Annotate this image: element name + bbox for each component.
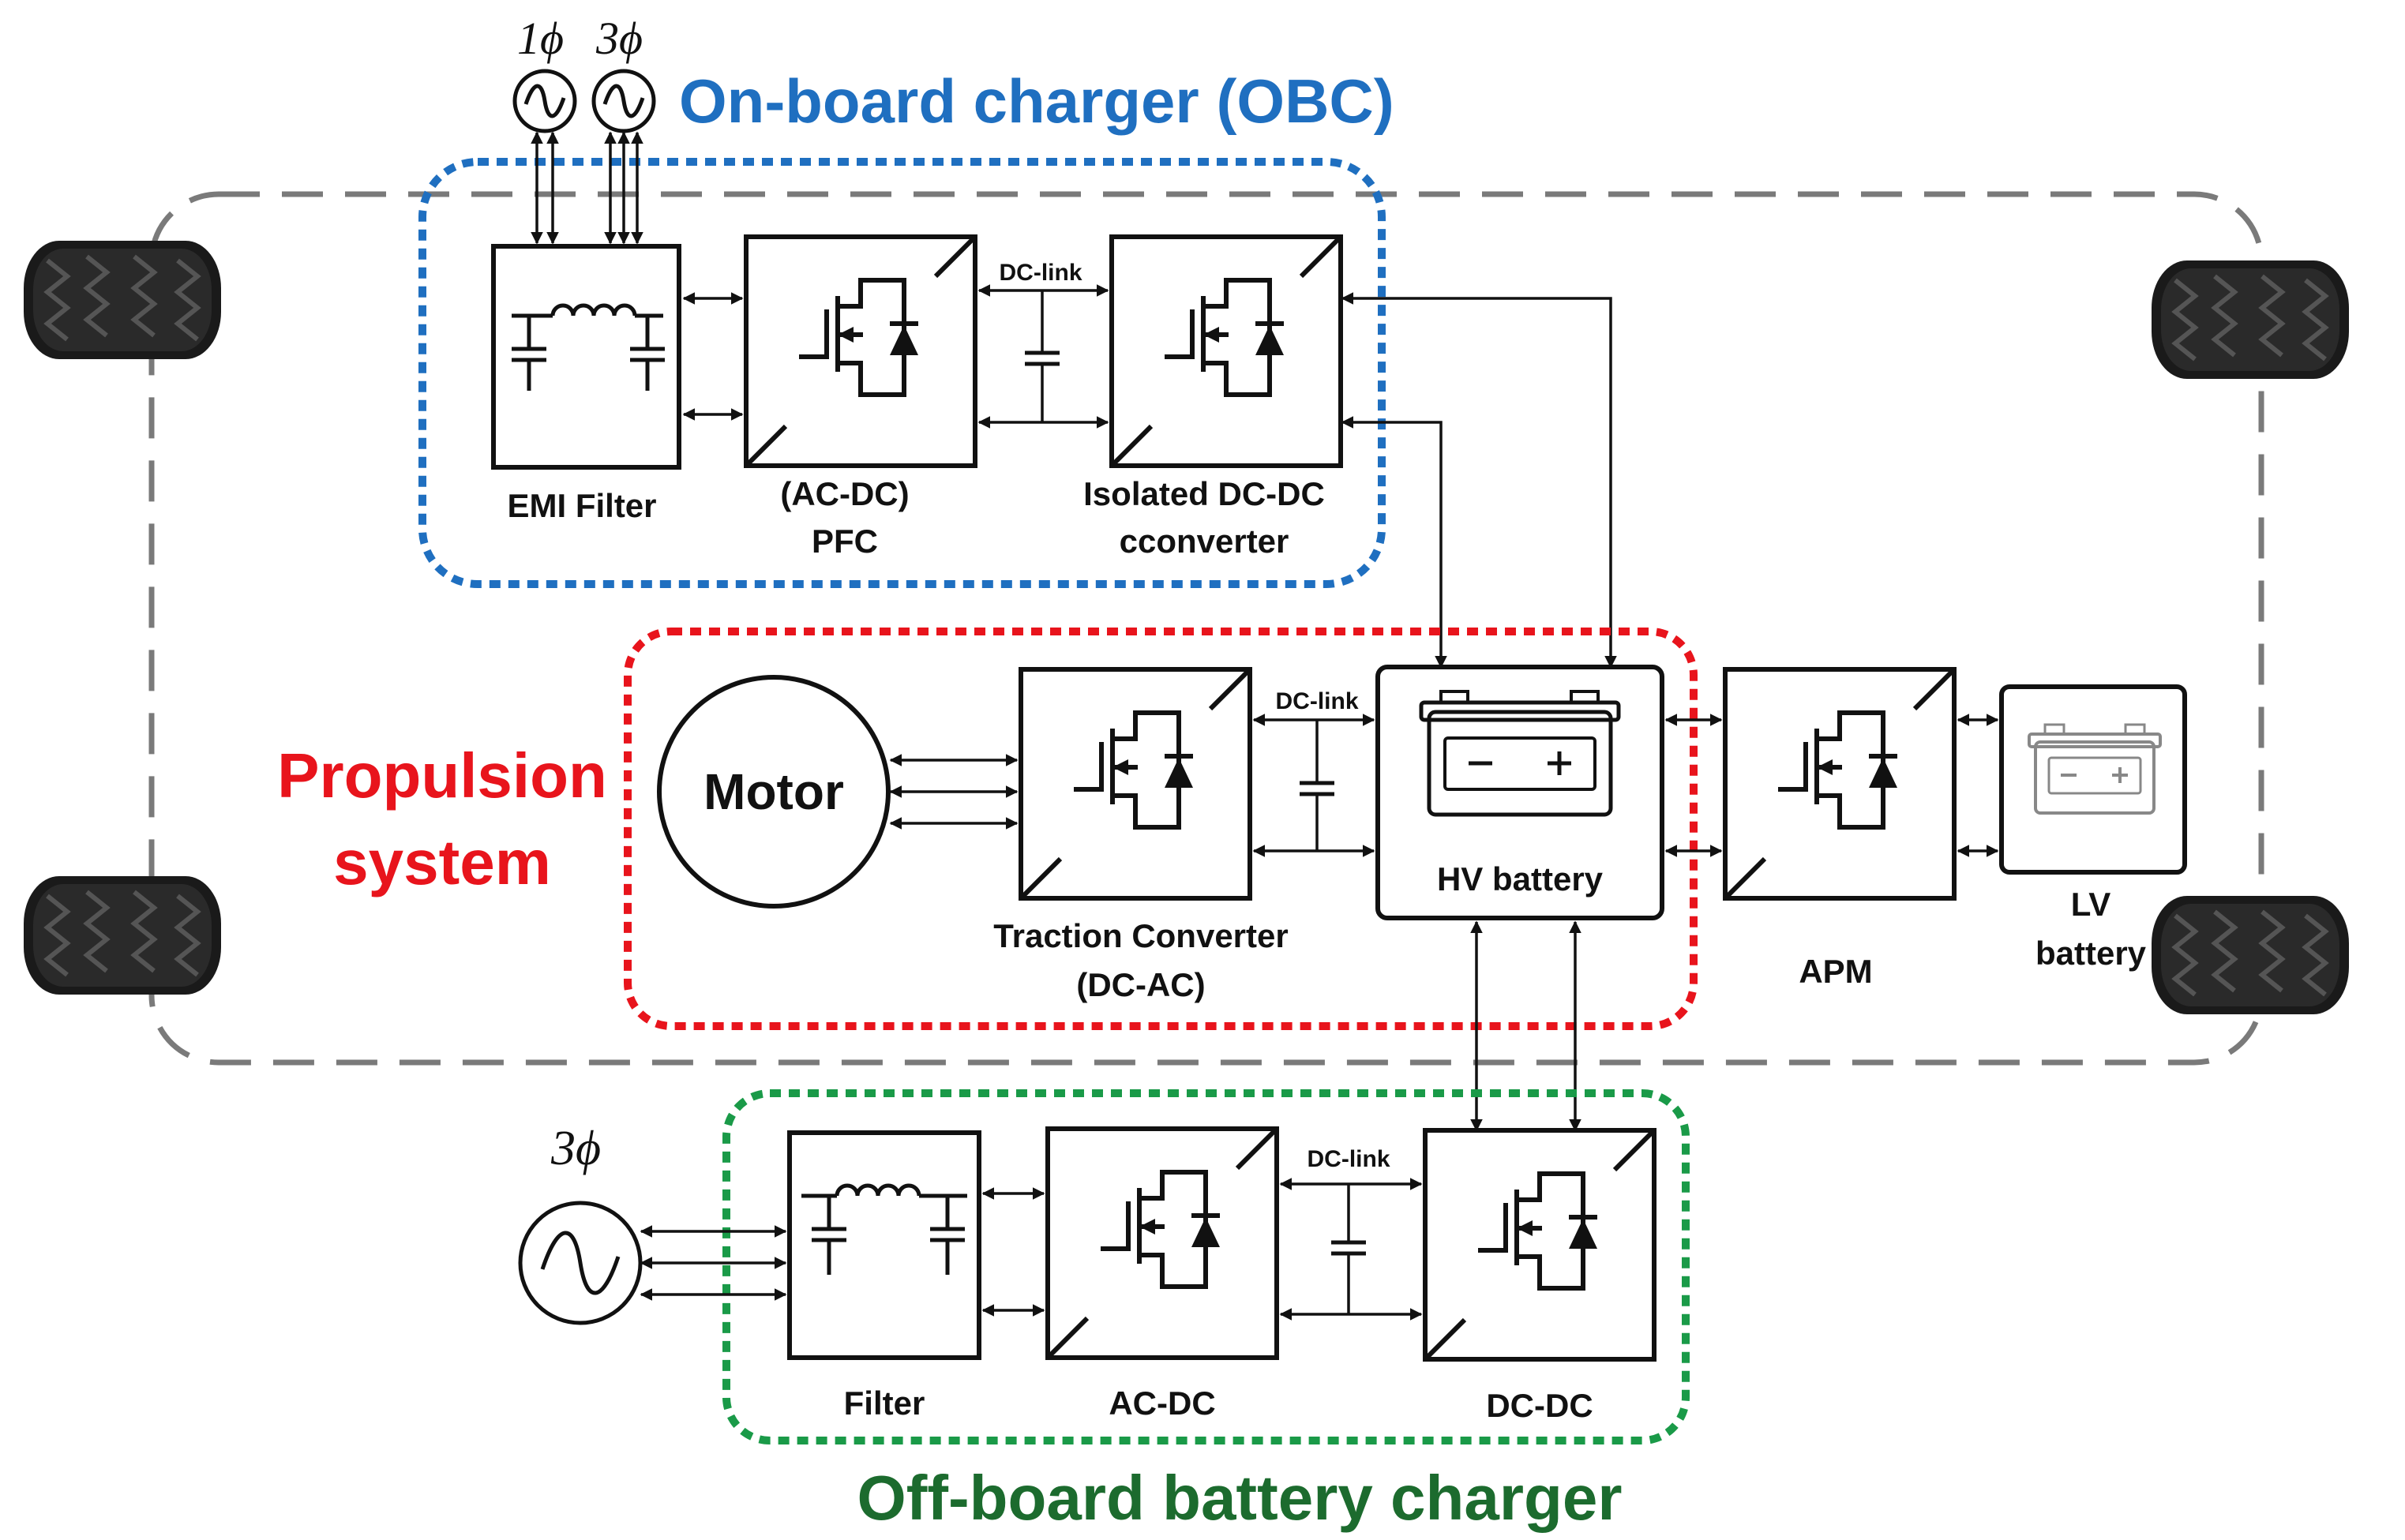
lv-battery-label-line1: LV [2071,886,2111,923]
apm-converter-block [1725,669,1954,898]
pfc-converter-block [746,237,975,466]
obc-title: On-board charger (OBC) [679,66,1394,136]
propulsion-title-line2: system [333,827,551,897]
propulsion-group-border [624,628,1698,1030]
isolated-dcdc-block [1112,237,1341,466]
single-phase-label: 1ϕ [517,13,564,64]
lv-battery-label-line2: battery [2035,935,2147,972]
obc-dclink-label: DC-link [1000,260,1082,286]
pfc-label-line2: PFC [812,523,878,560]
battery-icon [1419,690,1621,817]
motor-circle [657,675,891,909]
offboard-acdc-label: AC-DC [1109,1385,1215,1422]
capacitor-icon-propulsion [1300,783,1334,794]
offboard-three-phase-label: 3ϕ [550,1122,601,1175]
pfc-label-line1: (AC-DC) [780,475,909,512]
hv-battery-block [1375,665,1664,920]
three-phase-label: 3ϕ [595,13,643,64]
emi-filter-label: EMI Filter [507,487,656,524]
tire-icon-front-right [2152,260,2349,379]
battery-icon-lv [2028,723,2162,815]
apm-label: APM [1799,953,1872,990]
offboard-filter-label: Filter [844,1385,925,1422]
tire-icon-rear-left [24,876,221,995]
traction-label-line1: Traction Converter [993,917,1288,954]
propulsion-dclink-label: DC-link [1276,688,1359,714]
offboard-dcdc-block [1425,1130,1654,1359]
tire-icon-rear-right [2152,896,2349,1014]
tire-icon-front-left [24,241,221,359]
ac-source-icon-single-phase [515,71,575,131]
offboard-acdc-block [1048,1129,1277,1358]
isolated-label-line1: Isolated DC-DC [1083,475,1325,512]
offboard-filter-block [787,1130,981,1360]
emi-filter-block [491,244,681,470]
offboard-dcdc-label: DC-DC [1486,1387,1593,1424]
propulsion-title-line1: Propulsion [277,740,607,811]
offboard-title: Off-board battery charger [857,1463,1622,1533]
chassis-outline [148,191,2264,1066]
motor-label: Motor [703,763,844,820]
obc-group-border [418,158,1386,588]
traction-label-line2: (DC-AC) [1076,966,1205,1003]
inductor-filter-icon-offboard [801,1183,967,1275]
capacitor-icon-offboard [1331,1242,1366,1253]
capacitor-icon-obc [1025,353,1060,364]
isolated-label-line2: cconverter [1120,523,1289,560]
lv-battery-block [1999,684,2187,875]
offboard-dclink-label: DC-link [1308,1146,1390,1172]
ac-source-icon-three-phase [594,71,654,131]
hv-battery-label: HV battery [1437,860,1604,897]
inductor-filter-icon [512,303,665,391]
traction-converter-block [1021,669,1250,898]
